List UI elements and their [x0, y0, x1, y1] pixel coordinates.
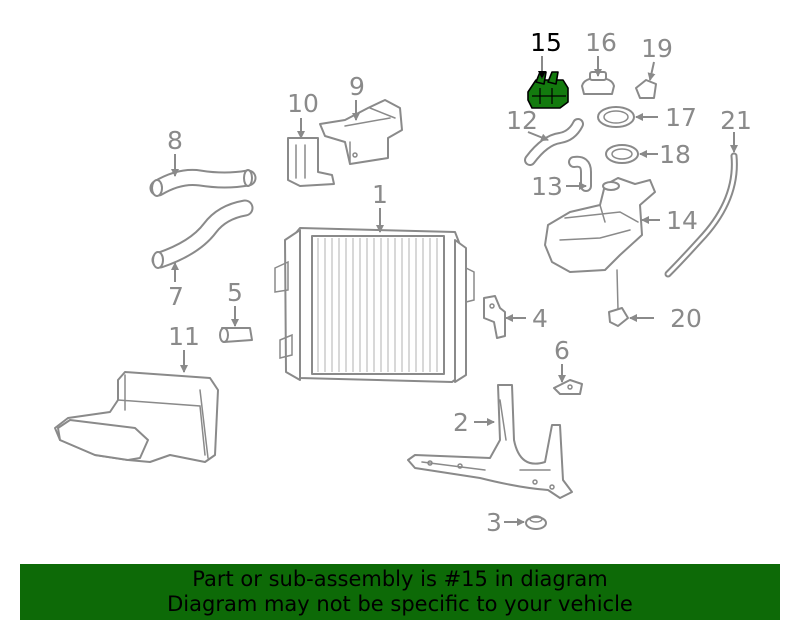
gasket-part: [605, 144, 639, 164]
callout-labels: 1 2 3 4 5 6 7 8 9 10 11 12 13 14 15 16 1…: [167, 28, 752, 537]
callout-4: 4: [532, 304, 548, 333]
callout-14: 14: [666, 206, 698, 235]
info-banner: Part or sub-assembly is #15 in diagram D…: [20, 564, 780, 620]
callout-21: 21: [720, 106, 752, 135]
callout-19: 19: [641, 34, 673, 63]
callout-12: 12: [506, 106, 538, 135]
callout-2: 2: [453, 408, 469, 437]
elbow-hose-part: [568, 155, 592, 192]
lower-bracket-part: [407, 384, 573, 499]
air-duct-part: [54, 371, 219, 463]
callout-8: 8: [167, 126, 183, 155]
callout-9: 9: [349, 72, 365, 101]
small-bracket-part: [483, 295, 506, 339]
callout-16: 16: [585, 28, 617, 57]
callout-3: 3: [486, 508, 502, 537]
level-sensor-part: [608, 269, 629, 327]
mount-bracket-part: [287, 137, 335, 187]
seal-ring-part: [597, 106, 635, 128]
callout-11: 11: [168, 322, 200, 351]
grommet-part: [525, 515, 547, 530]
banner-line-1: Part or sub-assembly is #15 in diagram: [192, 567, 608, 591]
callout-10: 10: [287, 89, 319, 118]
callout-5: 5: [227, 278, 243, 307]
callout-6: 6: [554, 336, 570, 365]
callout-17: 17: [665, 103, 697, 132]
highlighted-part-15: [527, 71, 569, 109]
long-hose-part: [664, 152, 738, 278]
upper-bracket-part: [319, 99, 403, 165]
parts-diagram: 1 2 3 4 5 6 7 8 9 10 11 12 13 14 15 16 1…: [54, 28, 752, 537]
callout-18: 18: [659, 140, 691, 169]
callout-15: 15: [530, 28, 562, 57]
clip-part: [553, 379, 583, 395]
clip-part-19: [635, 79, 657, 99]
small-hose-part: [524, 118, 584, 166]
leader-lines: [171, 56, 738, 526]
callout-1: 1: [372, 180, 388, 209]
callout-20: 20: [670, 304, 702, 333]
callout-7: 7: [168, 282, 184, 311]
banner-line-2: Diagram may not be specific to your vehi…: [167, 592, 633, 616]
lower-hose-part: [151, 199, 254, 269]
upper-hose-part: [149, 169, 257, 197]
expansion-tank-part: [544, 177, 656, 273]
radiator-part: [274, 227, 475, 383]
sensor-part: [219, 327, 253, 343]
callout-13: 13: [531, 172, 563, 201]
